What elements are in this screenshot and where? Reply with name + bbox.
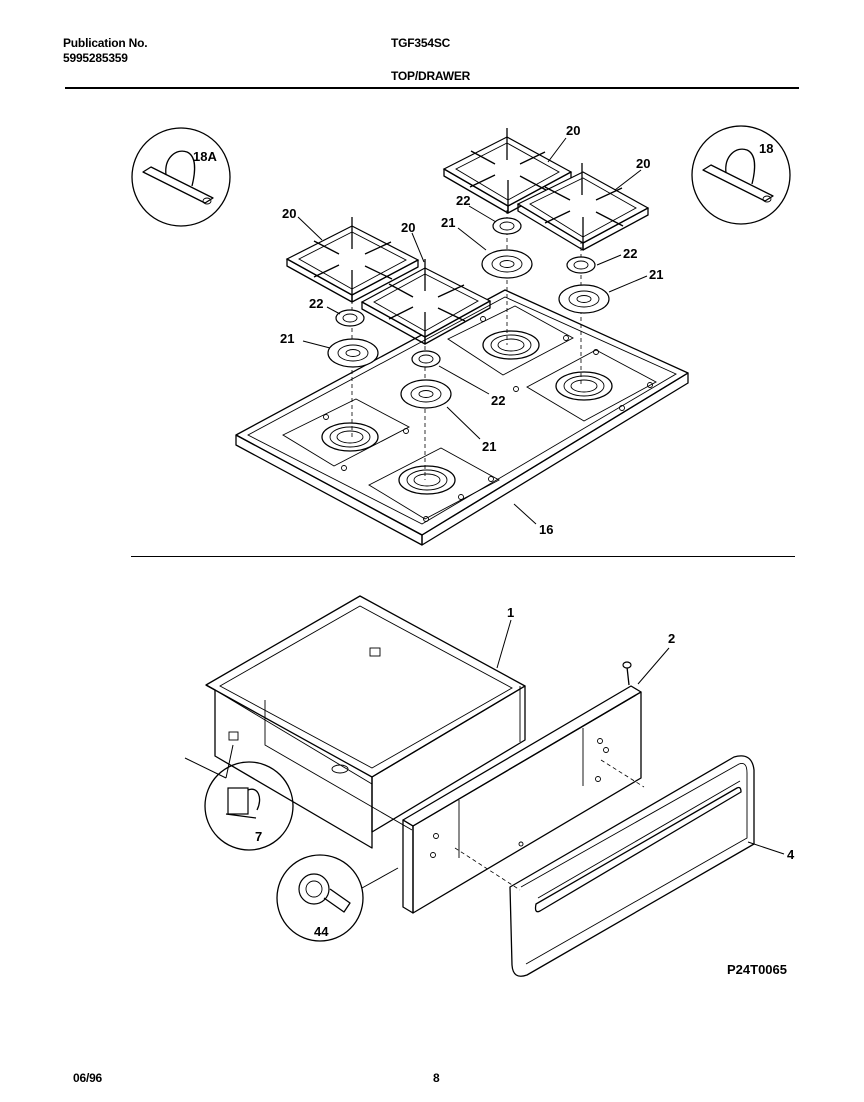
detail-circle-7 [184, 744, 294, 851]
drawer-back-panel [402, 661, 642, 914]
label-22-d: 22 [491, 393, 505, 408]
section-divider [131, 556, 795, 557]
leader-lines-bottom [496, 619, 785, 855]
burner-well-front-right [368, 447, 500, 520]
grate-rear-left [442, 128, 573, 214]
header-rule [65, 87, 799, 89]
label-18: 18 [759, 141, 773, 156]
label-2: 2 [668, 631, 675, 646]
footer-page-number: 8 [433, 1071, 440, 1085]
label-20-b: 20 [636, 156, 650, 171]
detail-circle-18a [131, 127, 231, 227]
label-21-c: 21 [280, 331, 294, 346]
section-title: TOP/DRAWER [391, 69, 471, 83]
detail-circle-44 [276, 854, 399, 942]
label-1: 1 [507, 605, 514, 620]
cooktop-holes [323, 316, 653, 522]
label-22-a: 22 [456, 193, 470, 208]
cooktop-assembly [235, 289, 689, 546]
drawer-front [509, 755, 755, 977]
grate-rear-right [516, 163, 650, 251]
label-18a: 18A [193, 149, 217, 164]
burner-well-rear-left [447, 305, 574, 376]
label-44: 44 [314, 924, 329, 939]
detail-circle-18 [691, 125, 791, 225]
label-21-a: 21 [441, 215, 455, 230]
label-22-c: 22 [309, 296, 323, 311]
label-20-a: 20 [566, 123, 580, 138]
footer-date: 06/96 [73, 1071, 103, 1085]
label-20-d: 20 [401, 220, 415, 235]
burner-well-front-left [282, 398, 410, 467]
grate-front-right [360, 259, 492, 345]
label-21-b: 21 [649, 267, 663, 282]
drawer-assembly [205, 595, 526, 849]
label-16: 16 [539, 522, 553, 537]
grate-front-left [285, 217, 420, 303]
publication-label: Publication No. [63, 36, 148, 50]
label-21-d: 21 [482, 439, 496, 454]
label-4: 4 [787, 847, 795, 862]
label-7: 7 [255, 829, 262, 844]
drawing-code: P24T0065 [727, 962, 787, 977]
leader-lines-top [297, 137, 648, 525]
model-number: TGF354SC [391, 36, 451, 50]
label-20-c: 20 [282, 206, 296, 221]
label-22-b: 22 [623, 246, 637, 261]
burner-caps [327, 217, 610, 409]
burner-well-rear-right [526, 349, 657, 422]
publication-number: 5995285359 [63, 51, 128, 65]
